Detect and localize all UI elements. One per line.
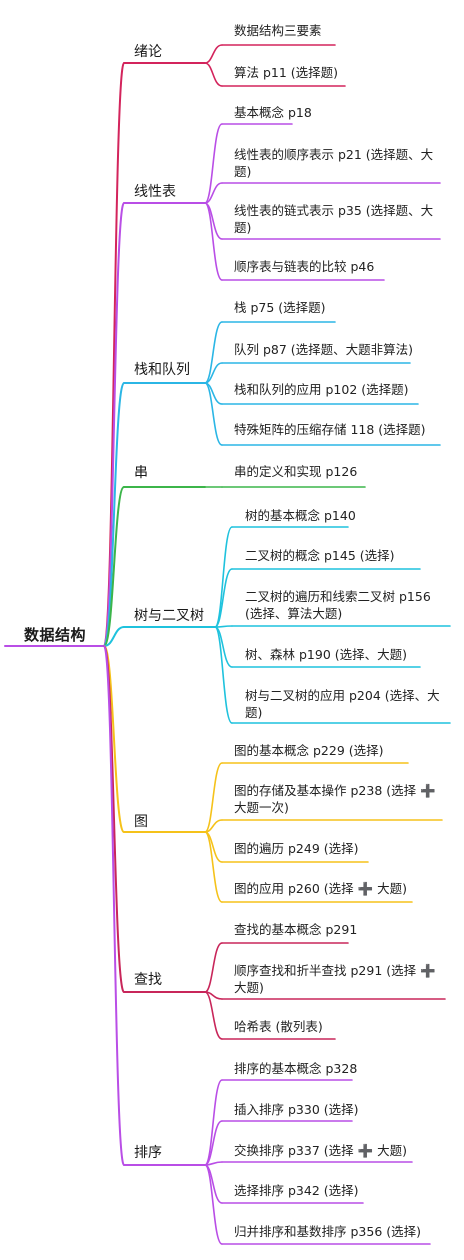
root-branch-connector [103,626,125,647]
branch-leaf-connector [204,202,223,281]
leaf-topic[interactable]: 栈和队列的应用 p102 (选择题) [234,382,409,397]
branch-leaf-connector [204,991,223,1040]
branch-leaf-connector [204,382,223,446]
leaf-topic[interactable]: 查找的基本概念 p291 [234,922,358,937]
branch-leaf-connector [204,762,223,833]
branch-label[interactable]: 图 [134,814,148,830]
branch-label[interactable]: 绪论 [134,44,162,60]
root-branch-connector [103,486,125,647]
leaf-topic[interactable]: 树、森林 p190 (选择、大题) [245,647,407,662]
branch-leaf-connector [204,182,223,204]
branch-leaf-connector [204,321,223,384]
leaf-topic[interactable]: 交换排序 p337 (选择 ➕ 大题) [234,1143,408,1158]
branch-label[interactable]: 树与二叉树 [134,608,204,624]
leaf-topic[interactable]: 树与二叉树的应用 p204 (选择、大题) [245,688,440,720]
root-topic[interactable]: 数据结构 [24,626,87,644]
root-branch-connector [103,645,125,1166]
branch-leaf-connector [214,526,233,628]
branch-leaf-connector [204,1120,223,1166]
leaf-topic[interactable]: 数据结构三要素 [234,23,322,38]
branch-leaf-connector [204,123,223,204]
leaf-topic[interactable]: 图的存储及基本操作 p238 (选择 ➕ 大题一次) [234,783,436,815]
leaf-topic[interactable]: 栈 p75 (选择题) [234,300,326,315]
branch-leaf-connector [214,625,233,628]
branch-leaf-connector [204,62,223,87]
leaf-topic[interactable]: 线性表的顺序表示 p21 (选择题、大题) [234,147,434,179]
leaf-topic[interactable]: 图的应用 p260 (选择 ➕ 大题) [234,881,408,896]
leaf-topic[interactable]: 树的基本概念 p140 [245,508,356,523]
branch-leaf-connector [204,362,223,384]
branch-leaf-connector [214,568,233,628]
branch-label[interactable]: 串 [134,465,148,481]
leaf-topic[interactable]: 选择排序 p342 (选择) [234,1183,359,1198]
leaf-topic[interactable]: 哈希表 (散列表) [234,1019,323,1034]
branch-leaf-connector [204,44,223,64]
branch-leaf-connector [214,626,233,724]
leaf-topic[interactable]: 队列 p87 (选择题、大题非算法) [234,342,414,357]
leaf-topic[interactable]: 特殊矩阵的压缩存储 118 (选择题) [234,422,426,437]
leaf-topic[interactable]: 算法 p11 (选择题) [234,65,339,80]
branch-label[interactable]: 线性表 [134,184,176,200]
branch-label[interactable]: 排序 [134,1145,162,1161]
leaf-topic[interactable]: 图的遍历 p249 (选择) [234,841,359,856]
root-branch-connector [103,645,125,833]
leaf-topic[interactable]: 插入排序 p330 (选择) [234,1102,359,1117]
leaf-topic[interactable]: 顺序表与链表的比较 p46 [234,259,375,274]
branch-label[interactable]: 栈和队列 [134,362,190,378]
branch-leaf-connector [204,942,223,993]
branch-leaf-connector [204,831,223,903]
leaf-topic[interactable]: 二叉树的遍历和线索二叉树 p156 (选择、算法大题) [245,589,431,621]
leaf-topic[interactable]: 顺序查找和折半查找 p291 (选择 ➕ 大题) [234,963,436,995]
leaf-topic[interactable]: 归并排序和基数排序 p356 (选择) [234,1224,421,1239]
leaf-topic[interactable]: 基本概念 p18 [234,105,312,120]
leaf-topic[interactable]: 串的定义和实现 p126 [234,464,358,479]
leaf-topic[interactable]: 图的基本概念 p229 (选择) [234,743,384,758]
leaf-topic[interactable]: 排序的基本概念 p328 [234,1061,358,1076]
branch-leaf-connector [204,1164,223,1245]
branch-label[interactable]: 查找 [134,972,162,988]
leaf-topic[interactable]: 二叉树的概念 p145 (选择) [245,548,395,563]
leaf-topic[interactable]: 线性表的链式表示 p35 (选择题、大题) [234,203,434,235]
